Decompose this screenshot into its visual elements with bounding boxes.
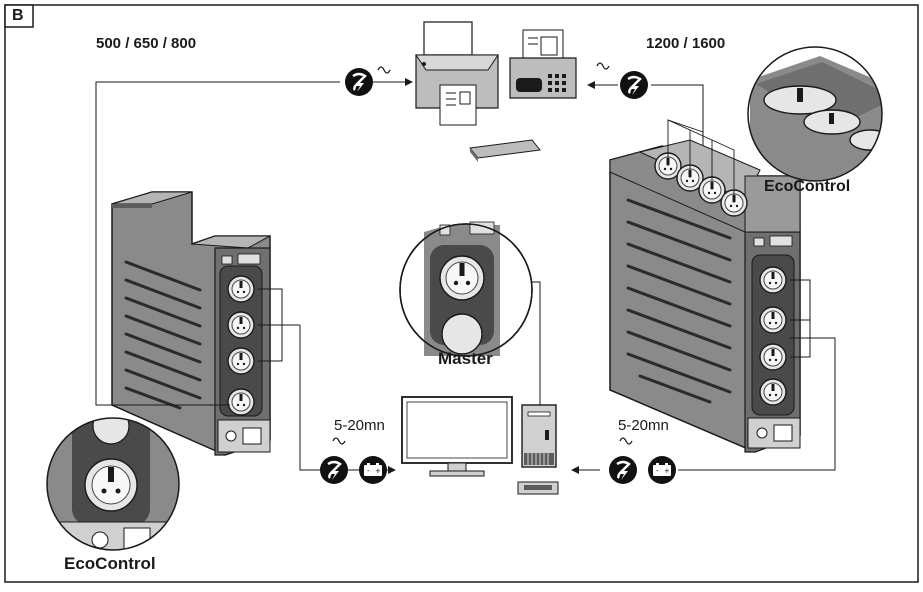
ac-wave-icon [377,66,391,74]
power-outlet-icon [227,311,255,339]
scanner-icon [469,139,541,162]
left-models-label: 500 / 650 / 800 [96,35,197,52]
ac-wave-icon [332,437,346,445]
power-surge-icon [618,69,650,101]
power-surge-icon [607,454,639,486]
power-outlet-icon [227,275,255,303]
power-surge-icon [343,66,375,98]
ac-wave-icon [619,437,633,445]
battery-icon [359,456,387,484]
ac-wave-icon [596,62,610,70]
ups-right [609,139,801,453]
eco-zoom-left [46,417,180,551]
ecocontrol-label-left: EcoControl [64,554,156,573]
master-zoom [399,221,533,357]
ups-right-vents [626,198,732,404]
battery-icon [648,456,676,484]
power-outlet-icon [227,347,255,375]
delay-label-left: 5-20mn [334,417,385,434]
power-outlet-icon [227,388,255,416]
ups-left-vents [124,260,202,410]
computer-tower-icon [521,404,557,468]
monitor-icon [401,396,513,477]
eco-outlet-links [667,119,735,203]
ecocontrol-label-right: EcoControl [764,178,851,195]
printer [415,21,499,126]
ups-left [111,191,271,456]
power-surge-icon [318,454,350,486]
power-outlet-icon [759,378,787,406]
figure-tag: B [12,7,24,24]
right-models-label: 1200 / 1600 [646,35,726,52]
power-outlet-icon [759,306,787,334]
keyboard-icon [517,481,559,495]
power-outlet-icon [759,266,787,294]
fax-icon [509,29,577,99]
power-outlet-icon [759,343,787,371]
figure-frame [4,4,919,583]
delay-label-right: 5-20mn [618,417,669,434]
figure-tag-box [4,4,34,28]
master-label: Master [438,349,493,368]
